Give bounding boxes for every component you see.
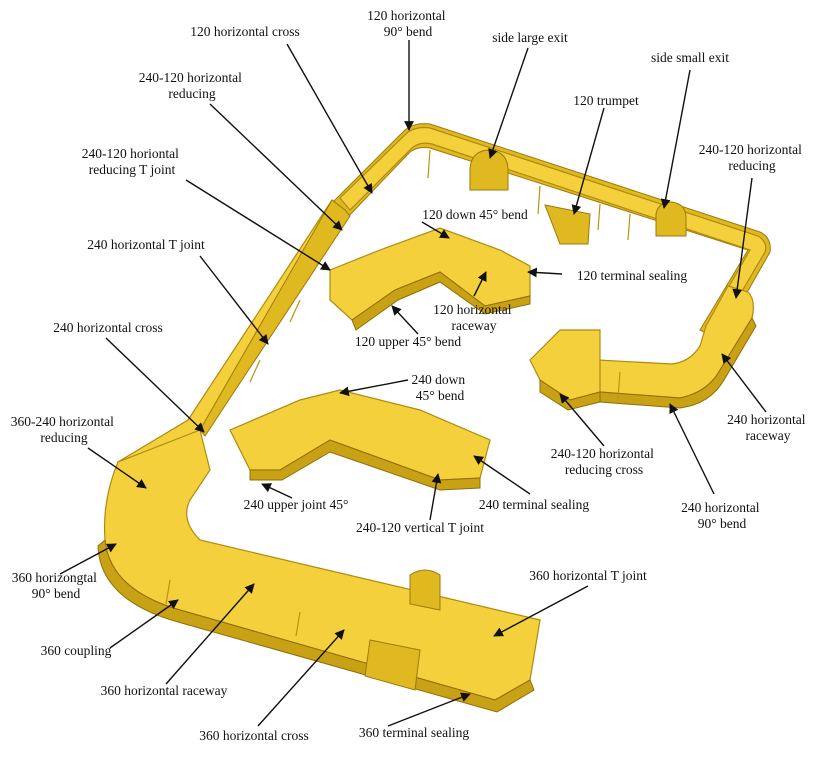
label-side-small-exit: side small exit (651, 50, 729, 65)
label-360-horizontal-t-joint: 360 horizontal T joint (529, 568, 647, 583)
arrow-side-small-exit (660, 69, 691, 209)
reducing-cross-side (539, 379, 601, 411)
label-240-terminal-sealing: 240 terminal sealing (479, 497, 589, 512)
label-360-horizontal-cross: 360 horizontal cross (199, 728, 308, 743)
label-360-terminal-sealing: 360 terminal sealing (359, 725, 469, 740)
tray-240-zigzag-side (249, 439, 481, 491)
arrow-360-terminal-sealing (387, 692, 471, 727)
label-120-horizontal-raceway: 120 horizontal raceway (433, 302, 515, 333)
arrow-120-horizontal-raceway (473, 271, 487, 297)
leader-arrows (59, 40, 767, 727)
tray-240-zigzag (229, 389, 491, 481)
arrow-240-terminal-sealing (473, 455, 531, 495)
label-240-120-horizontal-reducing-top: 240-120 horizontal reducing (139, 70, 245, 101)
arrow-240-120-reducing-right (732, 177, 753, 299)
label-240-horizontal-90-bend: 240 horizontal 90° bend (681, 500, 763, 531)
label-120-horizontal-cross: 120 horizontal cross (190, 24, 299, 39)
label-120-down-45-bend: 120 down 45° bend (422, 207, 528, 222)
tray-ribs (165, 149, 631, 637)
arrow-360-horizontal-raceway (165, 583, 255, 685)
tray-360-bottom-run-side (97, 538, 535, 713)
arrow-240-120-reducing-cross (559, 393, 605, 447)
arrow-240-down-45-bend (339, 379, 409, 397)
arrow-240-horizontal-raceway (721, 353, 767, 413)
label-240-120-horiontal-reducing-t-joint: 240-120 horiontal reducing T joint (82, 146, 183, 177)
tray-240-right-bend (597, 285, 754, 399)
arrow-side-large-exit (488, 47, 529, 159)
arrow-360-horizontal-t-joint (493, 585, 589, 637)
arrow-240-horizontal-t-joint (199, 255, 269, 345)
arrow-360-coupling (109, 599, 179, 649)
arrow-360-horizontal-cross (257, 629, 345, 727)
arrow-240-120-reducing-t-joint (185, 179, 331, 271)
label-240-horizontal-t-joint: 240 horizontal T joint (87, 237, 205, 252)
label-240-down-45-bend: 240 down 45° bend (412, 372, 469, 403)
tray-360-t-joint-stub (409, 569, 441, 611)
label-120-horizontal-90-bend: 120 horizontal 90° bend (367, 8, 449, 39)
arrow-240-upper-joint-45 (261, 483, 293, 499)
arrow-120-upper-45-bend (391, 305, 419, 335)
arrow-360-240-horizontal-reducing (87, 447, 147, 489)
arrow-240-horizontal-90-bend (669, 403, 715, 495)
tray-360-cross-stub (364, 639, 421, 691)
label-240-120-vertical-t-joint: 240-120 vertical T joint (356, 520, 484, 535)
trumpet-shape (544, 204, 591, 245)
label-240-horizontal-cross: 240 horizontal cross (53, 320, 162, 335)
arrow-240-120-reducing-top (209, 103, 343, 231)
label-240-upper-joint-45: 240 upper joint 45° (244, 497, 349, 512)
label-120-upper-45-bend: 120 upper 45° bend (355, 334, 462, 349)
label-360-coupling: 360 coupling (41, 643, 112, 658)
arrow-120-terminal-sealing (527, 267, 563, 278)
label-120-terminal-sealing: 120 terminal sealing (577, 268, 687, 283)
label-360-horizontal-raceway: 360 horizontal raceway (101, 683, 228, 698)
label-120-trumpet: 120 trumpet (573, 93, 639, 108)
label-240-120-horizontal-reducing-cross: 240-120 horizontal reducing cross (551, 446, 657, 477)
arrow-120-down-45-bend (421, 221, 450, 239)
side-small-exit-shape (655, 201, 687, 237)
label-side-large-exit: side large exit (492, 30, 568, 45)
arrow-120-trumpet (571, 107, 605, 215)
arrow-120-horizontal-cross (286, 43, 373, 194)
arrow-360-horizontal-90-bend (59, 543, 117, 575)
tray-240-right-bend-side (599, 316, 757, 409)
labels: 120 horizontal cross 120 horizontal 90° … (11, 8, 809, 743)
side-large-exit-shape (469, 149, 509, 191)
tray-120-zigzag-side (351, 271, 531, 331)
label-240-120-horizontal-reducing-right: 240-120 horizontal reducing (699, 142, 805, 173)
arrow-240-120-vertical-t-joint (429, 473, 442, 521)
label-240-horizontal-raceway: 240 horizontal raceway (727, 412, 809, 443)
arrow-240-horizontal-cross (105, 337, 205, 433)
label-360-240-horizontal-reducing: 360-240 horizontal reducing (11, 414, 117, 445)
label-360-horizongtal-90-bend: 360 horizongtal 90° bend (12, 570, 100, 601)
